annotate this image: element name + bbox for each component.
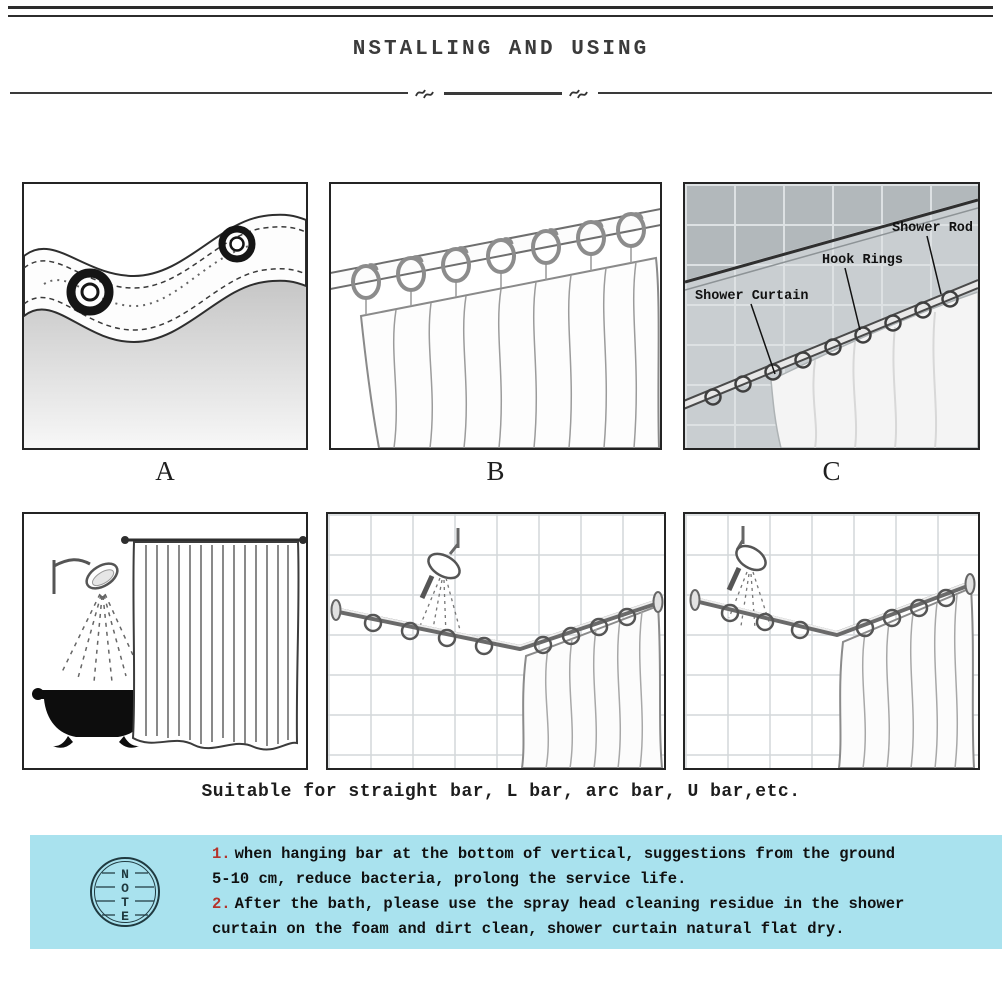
note-item-text: when hanging bar at the bottom of vertic… — [212, 845, 896, 888]
divider-squiggle-icon — [415, 89, 434, 99]
hook-rings-illustration — [331, 208, 660, 448]
rod-ring-icons — [720, 588, 956, 640]
title-divider — [10, 84, 992, 102]
top-double-rule — [8, 6, 993, 17]
panel-letter-labels: A B C — [22, 456, 980, 487]
grommet-icon — [66, 268, 114, 316]
stamp-letter: O — [121, 881, 129, 896]
rod-finial — [121, 536, 129, 544]
rod-flange — [964, 573, 976, 595]
curtain-fold-lines — [812, 311, 938, 448]
note-item-number: 1. — [212, 845, 231, 863]
note-item-number: 2. — [212, 895, 231, 913]
corner-rod-illustration-2 — [685, 514, 978, 768]
hook-ring-icons — [351, 212, 646, 300]
rod-flange — [330, 599, 341, 621]
label-leader-lines — [750, 235, 942, 375]
shower-head-icon — [85, 562, 119, 590]
note-stamp: N O T E — [90, 857, 160, 927]
stitch-line-top — [24, 226, 306, 289]
panel-row-top: Shower Rod Hook Rings Shower Curtain — [22, 182, 980, 450]
rod-flange — [652, 591, 663, 613]
rod-flange — [689, 589, 701, 611]
curtain-body — [24, 280, 306, 448]
corner-rod-highlight — [333, 599, 658, 647]
note-banner: N O T E 1.when hanging bar at the bottom… — [30, 835, 1002, 949]
panel-corner-rod-scene-2 — [683, 512, 980, 770]
hook-attachment-lines — [365, 246, 632, 315]
curtain-stripes — [145, 545, 289, 746]
stitch-line-bottom — [24, 268, 306, 331]
corner-rod — [332, 599, 659, 651]
suitable-bars-text: Suitable for straight bar, L bar, arc ba… — [201, 782, 801, 802]
divider-squiggle-icon — [569, 89, 588, 99]
panel-row-bottom — [22, 512, 980, 770]
shower-curtain-shape — [520, 604, 663, 768]
panel-bathtub-scene — [22, 512, 308, 770]
corner-rod — [694, 581, 972, 637]
corner-rod-highlight — [694, 581, 971, 633]
panel-label-b: B — [486, 456, 505, 486]
note-text-block: 1.when hanging bar at the bottom of vert… — [212, 842, 918, 942]
shower-handle — [419, 574, 434, 600]
wall-edge-thin-line — [685, 207, 978, 291]
curtain-under-hooks — [359, 256, 660, 448]
divider-line — [598, 92, 992, 94]
curtain-fold-lines — [861, 594, 959, 768]
page-title: NSTALLING AND USING — [352, 38, 650, 61]
shower-head-icon — [735, 544, 767, 572]
label-shower-curtain: Shower Curtain — [695, 289, 808, 304]
note-item: 1.when hanging bar at the bottom of vert… — [212, 842, 918, 892]
label-shower-rod: Shower Rod — [892, 221, 973, 236]
rod-ring-icons — [704, 290, 959, 406]
shower-arm — [52, 558, 91, 594]
divider-line-thick — [444, 91, 562, 95]
grommet-icon — [218, 225, 256, 263]
divider-line — [10, 92, 408, 94]
stamp-letter: N — [121, 867, 129, 882]
stamp-letter: E — [121, 909, 129, 924]
shower-handle — [726, 566, 742, 592]
panel-grommet-closeup — [22, 182, 308, 450]
corner-rod-illustration — [327, 514, 664, 768]
shower-bracket — [448, 528, 459, 555]
striped-curtain — [131, 541, 300, 751]
installed-rod-illustration: Shower Rod Hook Rings Shower Curtain — [685, 184, 978, 448]
rod-ring-icons — [363, 607, 636, 656]
stamp-letter: T — [121, 895, 129, 910]
wall-edge-line — [685, 198, 978, 284]
curtain-folds — [392, 261, 638, 448]
hook-curls — [368, 212, 644, 271]
bathtub-illustration — [32, 536, 306, 751]
note-item: 2.After the bath, please use the spray h… — [212, 892, 918, 942]
label-hook-rings: Hook Rings — [822, 253, 903, 268]
shower-head-icon — [426, 552, 461, 580]
shower-rod-shape — [685, 280, 978, 409]
panel-corner-rod-scene — [325, 512, 666, 770]
panel-label-c: C — [822, 456, 841, 486]
grommet-closeup-illustration — [24, 213, 306, 448]
spray-lines — [61, 593, 139, 683]
panel-label-a: A — [155, 456, 175, 486]
curtain-fold-lines — [544, 611, 643, 768]
panel-hook-rings — [329, 182, 662, 450]
note-item-text: After the bath, please use the spray hea… — [212, 895, 905, 938]
rod-finial — [299, 536, 306, 544]
shower-curtain-shape — [770, 291, 978, 448]
panel-installed-rod: Shower Rod Hook Rings Shower Curtain — [683, 182, 980, 450]
